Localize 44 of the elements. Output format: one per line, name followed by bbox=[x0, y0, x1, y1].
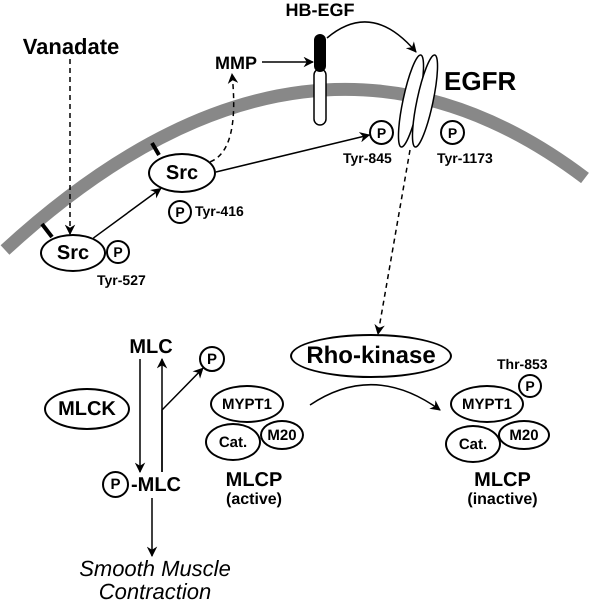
phospho-circle: P bbox=[518, 374, 542, 398]
phospho-circle: P bbox=[199, 346, 225, 372]
phospho-circle: P bbox=[168, 200, 192, 224]
residue-label: Tyr-527 bbox=[97, 272, 146, 288]
kinase-ellipse: MLCK bbox=[44, 388, 130, 430]
dashed-arrow bbox=[210, 72, 238, 162]
arrow bbox=[134, 359, 146, 474]
residue-label: Thr-853 bbox=[497, 356, 548, 372]
residue-label: Tyr-845 bbox=[343, 150, 392, 166]
subunit-ellipse: M20 bbox=[260, 420, 304, 450]
arrow bbox=[161, 368, 204, 472]
subunit-ellipse: MYPT1 bbox=[210, 385, 284, 423]
complex-label: MLCP bbox=[473, 470, 532, 490]
phospho-circle: P bbox=[440, 120, 465, 145]
protein-ellipse: Src bbox=[40, 234, 106, 272]
subunit-ellipse: Cat. bbox=[445, 425, 501, 463]
receptor-label: EGFR bbox=[444, 68, 516, 94]
subunit-ellipse: Cat. bbox=[205, 423, 261, 461]
state-label: (inactive) bbox=[466, 492, 539, 508]
protein-label: -MLC bbox=[128, 472, 184, 498]
arrow bbox=[262, 56, 314, 68]
outcome-label: Smooth Muscle Contraction bbox=[55, 556, 255, 604]
arrow bbox=[146, 498, 158, 558]
protein-label: HB-EGF bbox=[284, 0, 356, 20]
dashed-arrow bbox=[64, 59, 76, 236]
stimulus-label: Vanadate bbox=[15, 33, 127, 59]
phospho-circle: P bbox=[102, 471, 129, 498]
residue-label: Tyr-416 bbox=[195, 203, 244, 219]
state-label: (active) bbox=[224, 492, 284, 508]
phospho-circle: P bbox=[369, 120, 394, 145]
enzyme-label: MMP bbox=[210, 52, 262, 74]
complex-label: MLCP bbox=[224, 470, 284, 490]
subunit-ellipse: MYPT1 bbox=[450, 385, 524, 423]
kinase-ellipse: Rho-kinase bbox=[290, 334, 452, 378]
phospho-circle: P bbox=[106, 240, 130, 264]
protein-ellipse: Src bbox=[148, 153, 216, 193]
protein-label: MLC bbox=[125, 335, 177, 359]
arrow bbox=[92, 188, 162, 239]
dashed-arrow bbox=[374, 150, 411, 336]
arrow bbox=[216, 132, 370, 173]
arrow bbox=[326, 21, 417, 53]
subunit-ellipse: M20 bbox=[498, 420, 550, 450]
residue-label: Tyr-1173 bbox=[437, 150, 493, 166]
arrow bbox=[310, 384, 441, 411]
